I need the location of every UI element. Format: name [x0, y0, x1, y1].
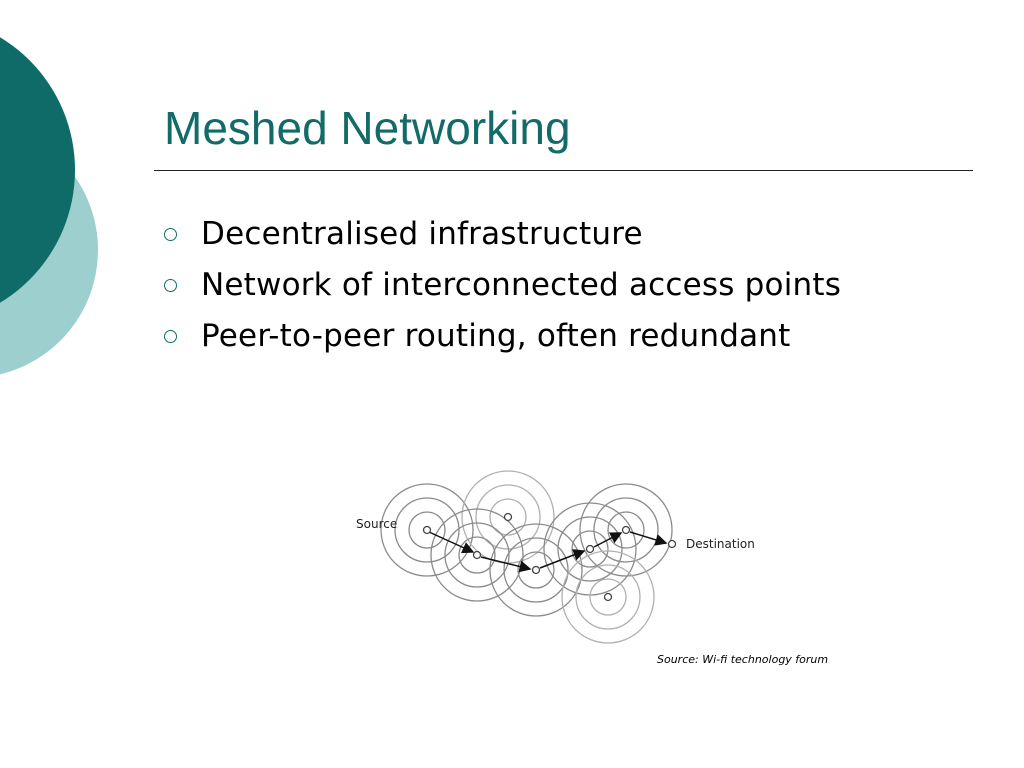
hollow-circle-bullet-icon — [164, 279, 177, 292]
bullet-item: Network of interconnected access points — [164, 259, 841, 310]
relay-node-3 — [585, 544, 595, 554]
relay-node-4 — [621, 525, 631, 535]
bullet-text: Network of interconnected access points — [201, 266, 842, 303]
network-nodes — [422, 512, 677, 602]
bottom-node-rings — [561, 550, 655, 644]
decorative-circles — [0, 37, 98, 375]
bullet-list: Decentralised infrastructure Network of … — [164, 208, 841, 361]
bottom-node — [603, 592, 613, 602]
title-divider — [154, 170, 973, 171]
dark-teal-circle — [0, 37, 75, 303]
hollow-circle-bullet-icon — [164, 228, 177, 241]
relay-node-2-rings — [489, 523, 583, 617]
relay-node-2 — [531, 565, 541, 575]
relay-node-4-rings — [579, 483, 673, 577]
destination-label: Destination — [686, 537, 755, 551]
top-node — [503, 512, 513, 522]
bullet-item: Peer-to-peer routing, often redundant — [164, 310, 841, 361]
source-label: Source — [356, 517, 397, 531]
relay-node-1 — [472, 550, 482, 560]
bullet-text: Peer-to-peer routing, often redundant — [201, 317, 791, 354]
hollow-circle-bullet-icon — [164, 330, 177, 343]
bullet-item: Decentralised infrastructure — [164, 208, 841, 259]
mesh-network-diagram: Source Destination — [356, 470, 755, 644]
source-node-rings — [380, 483, 474, 577]
figure-caption: Source: Wi-fi technology forum — [657, 653, 829, 666]
slide-title: Meshed Networking — [164, 102, 571, 154]
source-node — [422, 525, 432, 535]
bullet-text: Decentralised infrastructure — [201, 215, 643, 252]
destination-node — [667, 539, 677, 549]
relay-node-1-rings — [430, 508, 524, 602]
route-arrows — [428, 531, 668, 573]
